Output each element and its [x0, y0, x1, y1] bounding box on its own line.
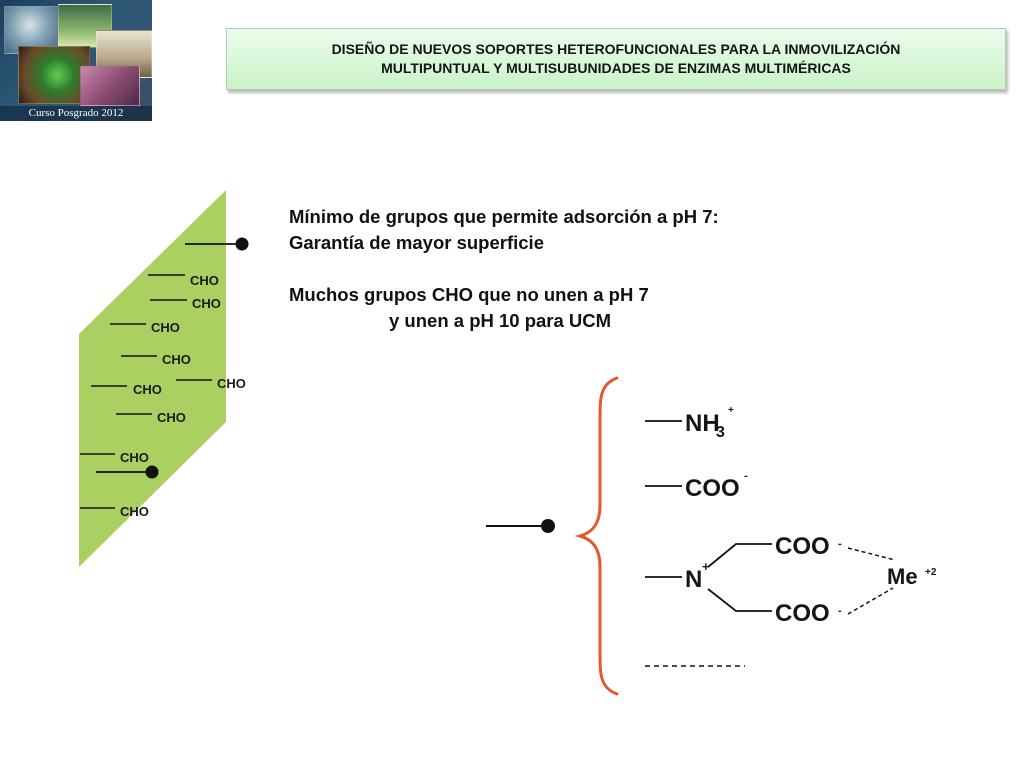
cho-label: CHO [120, 450, 149, 465]
ionic-arm-bottom [96, 465, 159, 479]
logo-caption: Curso Posgrado 2012 [0, 106, 152, 121]
magnified-arm [486, 519, 555, 533]
text-line-surface: Garantía de mayor superficie [289, 232, 544, 253]
cho-group: CHO [80, 504, 149, 519]
cho-group: CHO [80, 450, 149, 465]
cho-group: CHO [150, 296, 221, 311]
cho-group: CHO [176, 376, 246, 391]
cho-group: CHO [110, 320, 180, 335]
text-line-ph10: y unen a pH 10 para UCM [389, 310, 612, 331]
cho-label: CHO [192, 296, 221, 311]
nitrogen-label: N [685, 566, 702, 593]
cho-label: CHO [133, 382, 162, 397]
amine-label: NH [685, 410, 720, 437]
cho-label: CHO [120, 504, 149, 519]
cho-group: CHO [121, 352, 191, 367]
carboxyl-charge: - [744, 470, 748, 482]
carboxyl-upper-label: COO [775, 533, 830, 560]
text-line-minimum-groups: Mínimo de grupos que permite adsorción a… [289, 206, 719, 227]
title-banner: DISEÑO DE NUEVOS SOPORTES HETEROFUNCIONA… [226, 28, 1006, 90]
amine-charge: + [728, 405, 734, 416]
metal-label: Me [887, 564, 918, 589]
carboxyl-label: COO [685, 475, 740, 502]
nitrogen-charge: + [702, 559, 710, 574]
ionic-arm-top [185, 237, 249, 251]
cho-group: CHO [91, 382, 162, 397]
curly-brace [574, 376, 619, 696]
amine-subscript: 3 [716, 424, 725, 441]
cho-label: CHO [162, 352, 191, 367]
bond-upper-arm [707, 543, 772, 568]
logo-image-lab [80, 66, 140, 106]
cho-group: CHO [116, 410, 186, 425]
course-logo: Curso Posgrado 2012 [0, 0, 152, 121]
bond-lower-arm [707, 588, 772, 612]
cho-label: CHO [157, 410, 186, 425]
cho-label: CHO [190, 273, 219, 288]
support-surface [79, 190, 226, 567]
cho-group: CHO [148, 273, 219, 288]
coordination-bond-lower [847, 587, 894, 615]
logo-image-molecule [18, 46, 90, 104]
coordination-bond-upper [847, 547, 896, 561]
banner-title-line-2: MULTIPUNTUAL Y MULTISUBUNIDADES DE ENZIM… [381, 60, 851, 76]
text-line-cho-groups: Muchos grupos CHO que no unen a pH 7 [289, 284, 649, 305]
cho-label: CHO [151, 320, 180, 335]
explanation-text: Mínimo de grupos que permite adsorción a… [289, 204, 809, 334]
carboxyl-lower-label: COO [775, 600, 830, 627]
carboxyl-upper-charge: - [838, 538, 842, 550]
banner-title-line-1: DISEÑO DE NUEVOS SOPORTES HETEROFUNCIONA… [331, 41, 901, 57]
carboxyl-lower-charge: - [838, 605, 842, 617]
cho-label: CHO [217, 376, 246, 391]
metal-charge: +2 [925, 567, 937, 578]
